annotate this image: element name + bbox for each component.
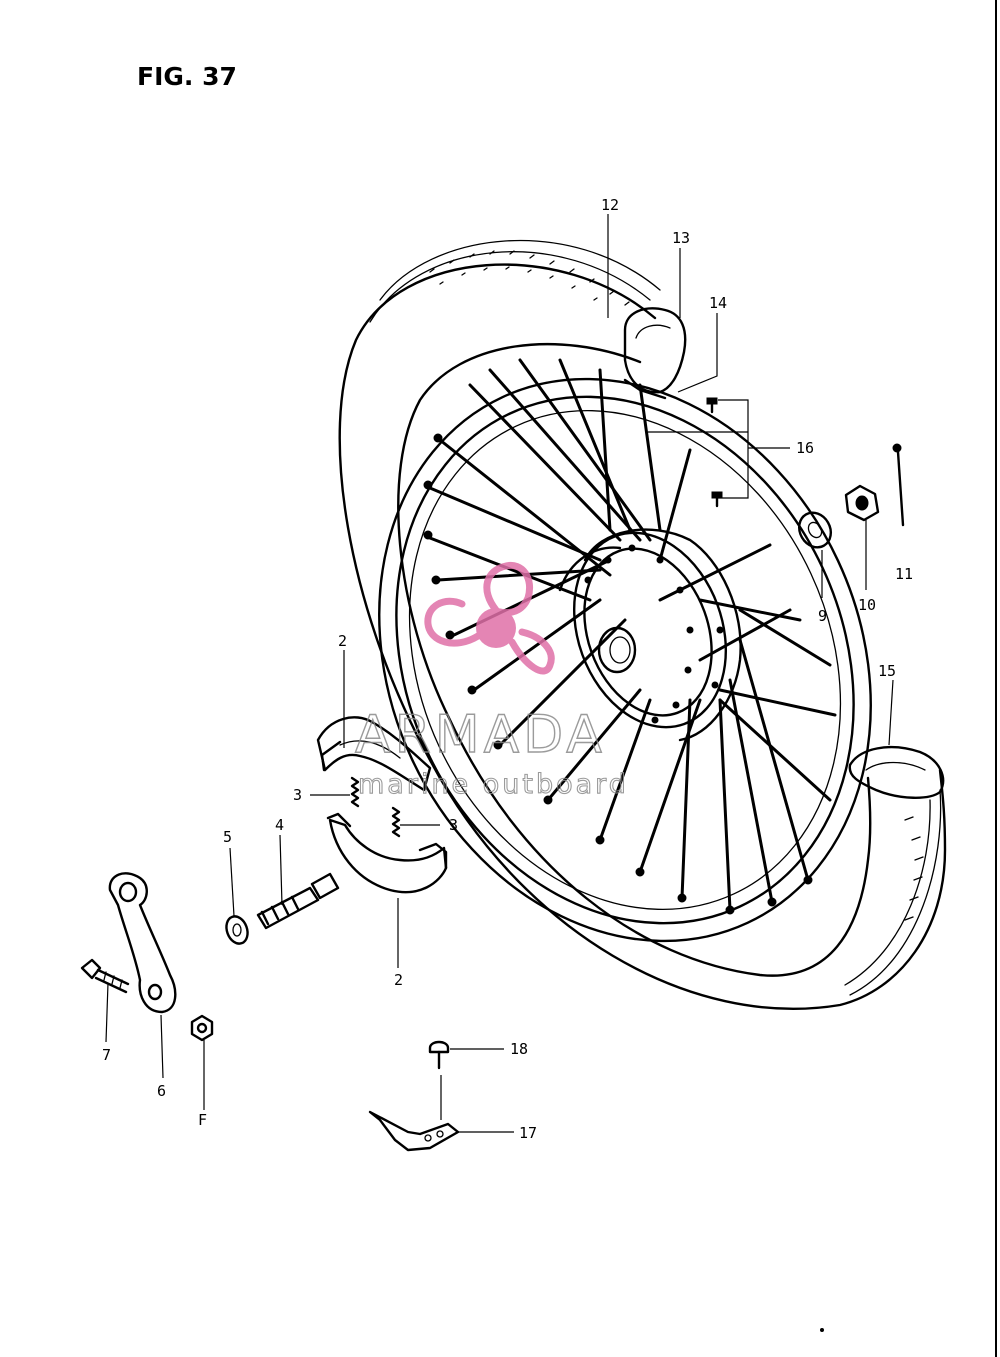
callout-12: 12 (601, 196, 619, 214)
callout-14: 14 (709, 294, 727, 312)
bracket-screw (428, 1040, 450, 1070)
axle-nut (844, 484, 880, 522)
rim-lock-bolts (706, 397, 723, 508)
watermark-subtitle: marine outboard (358, 769, 629, 800)
scan-speck (820, 1328, 824, 1332)
tire-tread-top (429, 250, 630, 306)
callout-18: 18 (510, 1040, 528, 1058)
brake-cam-lever (108, 872, 177, 1014)
callout-4: 4 (275, 816, 284, 834)
cam-washer (225, 915, 249, 945)
callout-3-right: 3 (449, 816, 458, 834)
axle-washer (797, 511, 833, 549)
hub (558, 528, 742, 742)
brake-shoe-lower (326, 812, 448, 894)
watermark-title: ARMADA (355, 705, 606, 765)
callout-5: 5 (223, 828, 232, 846)
callout-6: 6 (157, 1082, 166, 1100)
callout-7: 7 (102, 1046, 111, 1064)
figure-title: FIG. 37 (137, 62, 237, 91)
callout-15: 15 (878, 662, 896, 680)
callout-2-lower: 2 (394, 971, 403, 989)
speedometer-bracket (368, 1110, 460, 1152)
rim (378, 377, 872, 943)
lever-nut (190, 1014, 214, 1042)
callout-9: 9 (818, 607, 827, 625)
watermark-propeller-icon (424, 561, 555, 675)
callout-3-left: 3 (293, 786, 302, 804)
callout-16: 16 (796, 439, 814, 457)
brake-springs (350, 776, 401, 838)
leader-lines (105, 214, 894, 1133)
lever-bolt (80, 958, 130, 994)
callout-10: 10 (858, 596, 876, 614)
valve-stem (623, 378, 667, 400)
callout-17: 17 (519, 1124, 537, 1142)
callout-f: F (198, 1111, 207, 1129)
callout-11: 11 (895, 565, 913, 583)
hub-spoke-holes (584, 544, 724, 724)
callout-labels: 12 13 14 16 11 9 10 15 2 3 3 5 4 2 7 6 F… (102, 196, 913, 1142)
callout-13: 13 (672, 229, 690, 247)
brake-camshaft (256, 872, 340, 930)
watermark: ARMADA marine outboard (354, 561, 629, 801)
brake-shoe-upper (316, 716, 432, 792)
callout-2-upper: 2 (338, 632, 347, 650)
cotter-pin (892, 443, 905, 527)
